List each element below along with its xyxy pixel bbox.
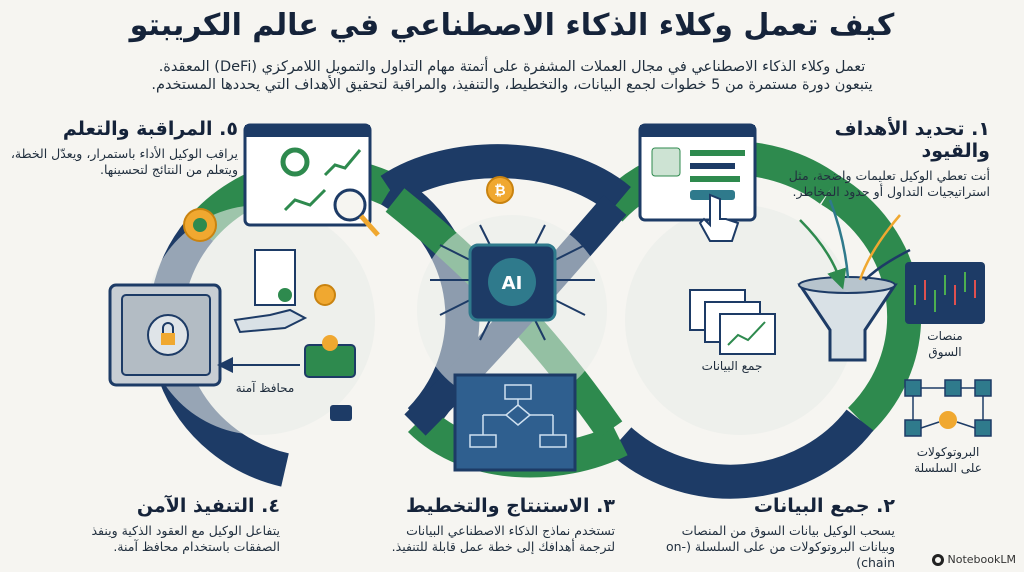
data-funnel-icon — [797, 199, 911, 362]
small-wallet-icon — [330, 405, 352, 421]
step-5-title: ٥. المراقبة والتعلم — [62, 118, 238, 140]
step-2-title: ٢. جمع البيانات — [753, 495, 895, 517]
wallet-icon — [304, 335, 356, 378]
notebooklm-logo-icon — [931, 553, 944, 566]
step-3: ٣. الاستنتاج والتخطيط تستخدم نماذج الذكا… — [385, 495, 615, 555]
step-3-title: ٣. الاستنتاج والتخطيط — [405, 495, 615, 517]
blockchain-protocols-icon — [904, 379, 992, 437]
step-4-text: يتفاعل الوكيل مع العقود الذكية وينفذ الص… — [91, 523, 280, 554]
protocols-label-line2: على السلسلة — [914, 461, 982, 475]
robot-hand-icon — [233, 308, 308, 334]
vault-icon — [108, 283, 222, 387]
bitcoin-coin-icon: ₿ — [486, 176, 514, 204]
step-1-title: ١. تحديد الأهداف والقيود — [834, 118, 990, 162]
notebooklm-label: NotebookLM — [947, 553, 1016, 566]
monitoring-dashboard-icon — [243, 123, 380, 237]
page-title: كيف تعمل وكلاء الذكاء الاصطناعي في عالم … — [129, 8, 895, 43]
goals-dashboard-icon — [638, 123, 757, 242]
step-5: ٥. المراقبة والتعلم يراقب الوكيل الأداء … — [8, 118, 238, 178]
notebooklm-badge: NotebookLM — [931, 553, 1016, 566]
step-1: ١. تحديد الأهداف والقيود أنت تعطي الوكيل… — [760, 118, 990, 200]
ai-chip-icon: AI — [430, 224, 595, 341]
step-4: ٤. التنفيذ الآمن يتفاعل الوكيل مع العقود… — [50, 495, 280, 555]
data-collection-label: جمع البيانات — [702, 359, 763, 373]
step-4-title: ٤. التنفيذ الآمن — [136, 495, 280, 517]
plan-blueprint-icon — [453, 373, 577, 472]
step-2: ٢. جمع البيانات يسحب الوكيل بيانات السوق… — [665, 495, 895, 571]
markets-label-line2: السوق — [928, 345, 961, 360]
markets-label: منصات — [927, 329, 962, 343]
svg-text:AI: AI — [502, 273, 523, 294]
transaction-doc-icon — [254, 249, 296, 306]
market-chart-icon — [905, 262, 985, 324]
step-5-text: يراقب الوكيل الأداء باستمرار، ويعدّل الخ… — [10, 146, 238, 177]
svg-text:₿: ₿ — [494, 183, 505, 199]
protocols-label: البروتوكولات — [917, 445, 980, 460]
bitcoin-coin-small-icon — [314, 284, 336, 306]
secure-wallets-label: محافظ آمنة — [236, 380, 295, 395]
gear-brain-icon — [183, 208, 217, 242]
step-1-text: أنت تعطي الوكيل تعليمات واضحة، مثل استرا… — [788, 168, 990, 199]
data-documents-icon — [689, 289, 776, 355]
step-3-text: تستخدم نماذج الذكاء الاصطناعي البيانات ل… — [391, 523, 615, 554]
step-2-text: يسحب الوكيل بيانات السوق من المنصات وبيا… — [665, 523, 895, 570]
page-subtitle: تعمل وكلاء الذكاء الاصطناعي في مجال العم… — [151, 59, 873, 93]
